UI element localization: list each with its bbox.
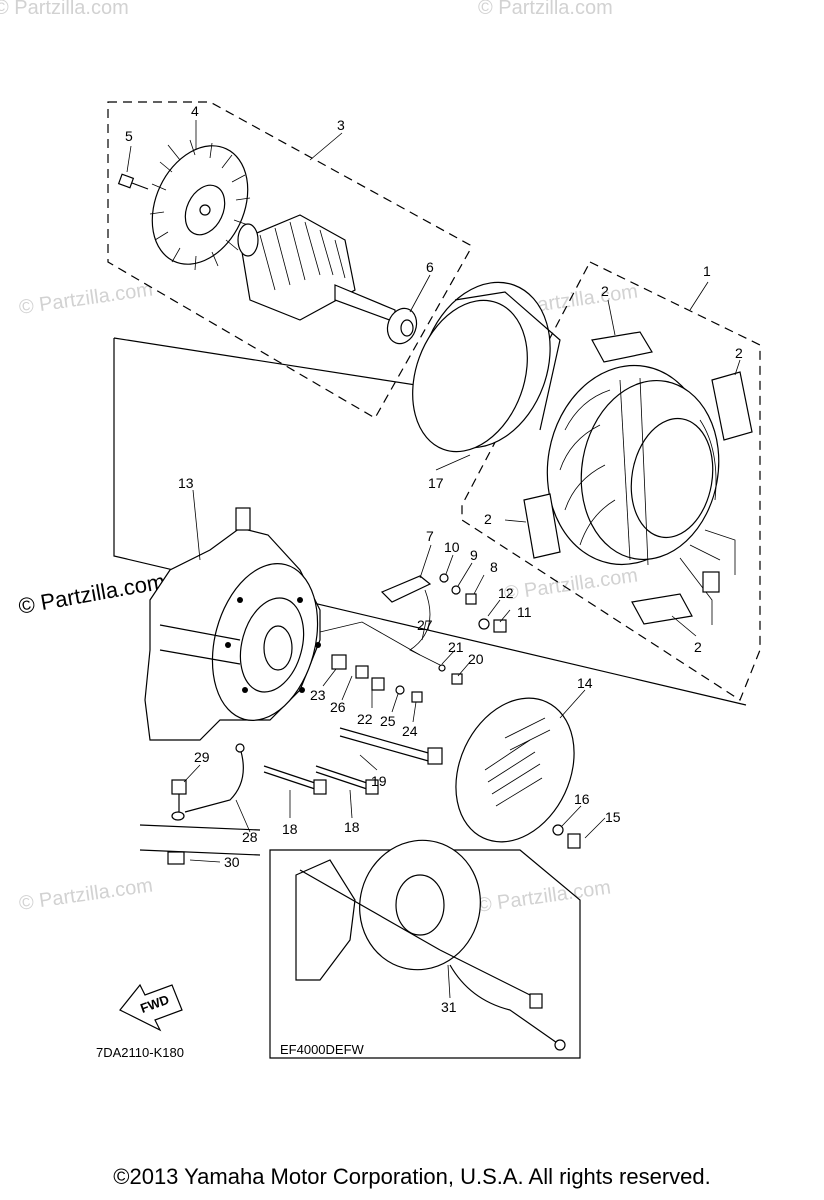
callout-label: 18 — [282, 821, 298, 837]
watermark: © Partzilla.com — [476, 876, 613, 917]
bolt-19 — [339, 727, 443, 765]
bearing-6 — [386, 307, 418, 345]
callout-label: 17 — [428, 475, 444, 491]
callout-label: 13 — [178, 475, 194, 491]
callout-label: 2 — [735, 345, 743, 361]
callout-label: 27 — [417, 617, 433, 633]
watermark: © Partzilla.com — [18, 278, 155, 319]
callout-label: 9 — [470, 547, 478, 563]
callout-label: 24 — [402, 723, 418, 739]
watermark: © Partzilla.com — [478, 0, 613, 19]
ring-17 — [412, 281, 561, 453]
callout-label: 1 — [703, 263, 711, 279]
callout-label: 2 — [601, 283, 609, 299]
callout-label: 30 — [224, 854, 240, 870]
callout-label: 11 — [517, 604, 532, 620]
callout-numbers: 1 2 2 2 2 3 4 5 6 7 8 9 10 11 12 13 14 1… — [125, 103, 743, 1015]
rotor — [237, 214, 396, 323]
watermark: © Partzilla.com — [503, 564, 640, 605]
callout-label: 7 — [426, 528, 434, 544]
brush-holder-parts — [319, 573, 507, 703]
callout-label: 29 — [194, 749, 210, 765]
watermark: © Partzilla.com — [18, 874, 155, 915]
callout-label: 21 — [448, 639, 464, 655]
watermark: © Partzilla.com — [0, 0, 129, 19]
callout-label: 31 — [441, 999, 457, 1015]
end-cover — [455, 697, 581, 849]
callout-label: 20 — [468, 651, 484, 667]
ground-parts — [139, 743, 261, 865]
callout-label: 18 — [344, 819, 360, 835]
callout-label: 16 — [574, 791, 590, 807]
diagram-code: 7DA2110-K180 — [96, 1045, 184, 1060]
callout-label: 6 — [426, 259, 434, 275]
callout-label: 15 — [605, 809, 621, 825]
bolt-5 — [117, 173, 149, 190]
bolts-18 — [263, 765, 379, 795]
callout-label: 3 — [337, 117, 345, 133]
callout-label: 10 — [444, 539, 460, 555]
insulator-plates — [523, 331, 753, 625]
callout-label: 5 — [125, 128, 133, 144]
callout-label: 28 — [242, 829, 258, 845]
housing — [144, 507, 321, 741]
inset-model-label: EF4000DEFW — [280, 1042, 365, 1057]
callout-label: 23 — [310, 687, 326, 703]
fan — [149, 139, 251, 271]
callout-label: 4 — [191, 103, 199, 119]
leader-lines — [126, 120, 741, 999]
callout-label: 14 — [577, 675, 593, 691]
callout-label: 2 — [484, 511, 492, 527]
stator-assembly-outline — [461, 261, 761, 701]
callout-label: 2 — [694, 639, 702, 655]
callout-label: 12 — [498, 585, 514, 601]
callout-label: 25 — [380, 713, 396, 729]
callout-label: 19 — [371, 773, 387, 789]
watermark-prominent: © Partzilla.com — [17, 569, 167, 619]
copyright-notice: ©2013 Yamaha Motor Corporation, U.S.A. A… — [113, 1164, 711, 1189]
fwd-arrow-icon: FWD — [119, 983, 183, 1032]
callout-label: 8 — [490, 559, 498, 575]
callout-label: 26 — [330, 699, 346, 715]
rotor-assembly-outline — [107, 101, 471, 419]
callout-label: 22 — [357, 711, 373, 727]
stator — [546, 364, 736, 625]
inset-box — [269, 839, 581, 1059]
